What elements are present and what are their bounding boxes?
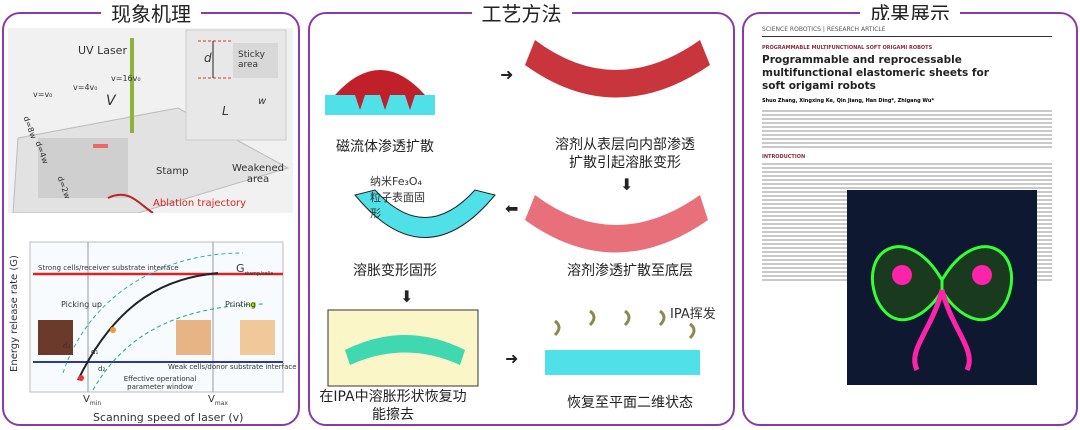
- section-label: PROGRAMMABLE MULTIFUNCTIONAL SOFT ORIGAM…: [762, 45, 933, 51]
- stamp-diagram: [12, 29, 290, 214]
- vmin-subscript: min: [89, 400, 102, 407]
- speed-label: v=4v₀: [73, 83, 98, 92]
- strong-interface-label: Strong cells/receiver substrate interfac…: [38, 264, 179, 272]
- arrow-left-icon: ⬅: [505, 199, 519, 218]
- step-caption: 恢复至平面二维状态: [567, 395, 693, 411]
- g-curve-label: Gstamp/cells: [236, 262, 273, 277]
- particle-note: 纳米Fe₃O₄粒子表面固形: [370, 175, 425, 220]
- step-caption: 在IPA中溶胀形状恢复功能擦去: [319, 389, 467, 423]
- step-caption: 溶剂渗透扩散至底层: [567, 263, 693, 279]
- speed-label: v=16v₀: [111, 74, 141, 83]
- arrow-down-icon: ⬇: [400, 287, 414, 306]
- ipa-note: IPA挥发: [670, 307, 716, 322]
- stamp-label: Stamp: [156, 166, 189, 177]
- vmax-tick: Vmax: [208, 394, 228, 410]
- g-subscript: stamp/cells: [244, 271, 274, 278]
- weakened-area-label: Weakened area: [231, 163, 284, 185]
- uv-laser-label: UV Laser: [78, 44, 127, 57]
- step-caption: 溶剂从表层向内部渗透扩散引起溶胀变形: [555, 137, 695, 171]
- article-title: Programmable and reprocessable multifunc…: [762, 54, 989, 92]
- picking-up-label: Picking up: [61, 300, 102, 309]
- speed-label: v=v₀: [33, 90, 53, 99]
- journal-header: SCIENCE ROBOTICS | RESEARCH ARTICLE: [762, 26, 1052, 37]
- parameter-window-label: Effective operational parameter window: [123, 375, 197, 391]
- graph-plot: [29, 241, 284, 393]
- x-axis-label: Scanning speed of laser (v): [93, 411, 244, 424]
- authors: Shuo Zhang, Xingxing Ke, Qin Jiang, Han …: [762, 98, 935, 104]
- abstract-text: [762, 110, 1052, 148]
- w-label: w: [258, 96, 267, 107]
- weak-interface-label: Weak cells/donor substrate interface: [168, 363, 297, 371]
- d2-label: d₂: [98, 365, 106, 373]
- arrow-right-icon: ➜: [500, 65, 514, 84]
- vmax-subscript: max: [214, 400, 228, 407]
- g-symbol: G: [236, 262, 245, 275]
- process-panel: 工艺方法: [308, 0, 735, 426]
- arrow-right-icon: ➜: [505, 349, 519, 368]
- velocity-label: V: [106, 93, 116, 109]
- d3-label: d₃: [63, 342, 71, 350]
- butterfly-robot-photo: [847, 190, 1037, 385]
- step-caption: 磁流体渗透扩散: [336, 139, 434, 155]
- d-label: d: [204, 51, 212, 65]
- sticky-area-label: Sticky area: [238, 50, 265, 70]
- vmin-tick: Vmin: [83, 394, 101, 410]
- L-label: L: [222, 104, 229, 118]
- vmax-symbol: V: [208, 394, 215, 405]
- arrow-down-icon: ⬇: [620, 175, 634, 194]
- panel-title: 现象机理: [101, 0, 201, 27]
- printing-label: Printing: [225, 300, 256, 309]
- mechanism-panel: 现象机理: [2, 0, 300, 426]
- ablation-trajectory-label: Ablation trajectory: [153, 198, 247, 209]
- intro-heading: INTRODUCTION: [762, 154, 806, 160]
- step-caption: 溶胀变形固形: [353, 263, 437, 279]
- butterfly-icon: [870, 245, 1014, 372]
- d1-label: d₁: [91, 348, 99, 356]
- process-diagram: [325, 40, 710, 387]
- energy-release-graph: Strong cells/receiver substrate interfac…: [8, 238, 297, 426]
- y-axis-label: Energy release rate (G): [8, 255, 20, 372]
- panel-title: 工艺方法: [471, 0, 572, 27]
- vmin-symbol: V: [83, 394, 90, 405]
- laser-stamp-illustration: UV Laser v=v₀ v=4v₀ v=16v₀ V d Sticky ar…: [8, 28, 293, 214]
